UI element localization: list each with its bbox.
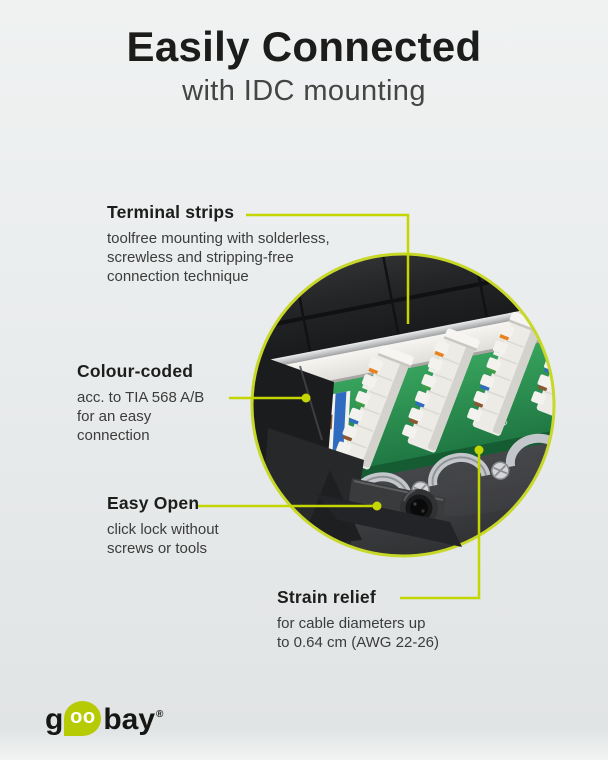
callout-text-line: for an easy — [77, 408, 152, 425]
callout-heading: Easy Open — [107, 493, 200, 513]
goobay-logo: g oo bay ® — [45, 701, 163, 739]
callout-text-line: for cable diameters up — [277, 615, 426, 632]
callout-text-line: connection technique — [107, 268, 249, 285]
header: Easily Connected with IDC mounting — [0, 22, 608, 108]
leader-terminal-strips — [246, 213, 410, 324]
callout-heading: Colour-coded — [77, 361, 194, 381]
callout-easy-open: Easy Open click lock without screws or t… — [107, 493, 219, 558]
leader-lines — [197, 213, 481, 600]
callout-text-line: click lock without — [107, 521, 219, 538]
callout-text-line: connection — [77, 427, 150, 444]
callout-text-line: acc. to TIA 568 A/B — [77, 389, 205, 406]
logo-letter-g: g — [45, 703, 64, 736]
callout-text-line: toolfree mounting with solderless, — [107, 230, 330, 247]
photo-ring — [250, 252, 556, 558]
leader-strain-relief — [400, 452, 481, 600]
logo-green-bubble: oo — [64, 701, 102, 736]
panel-rail — [253, 295, 553, 378]
callout-heading: Strain relief — [277, 587, 376, 607]
callout-text-line: screwless and stripping-free — [107, 249, 294, 266]
callout-colour-coded: Colour-coded acc. to TIA 568 A/B for an … — [77, 361, 204, 445]
callout-strain-relief: Strain relief for cable diameters up to … — [277, 587, 439, 652]
page-subtitle: with IDC mounting — [182, 75, 426, 107]
page-title: Easily Connected — [126, 23, 482, 70]
housing-top — [253, 255, 553, 379]
logo-letters-bay: bay — [103, 703, 156, 736]
logo-letters-oo: oo — [70, 706, 96, 728]
callout-terminal-strips: Terminal strips toolfree mounting with s… — [107, 202, 330, 286]
callout-text-line: screws or tools — [107, 540, 208, 557]
callout-heading: Terminal strips — [107, 202, 235, 222]
callout-text-line: to 0.64 cm (AWG 22-26) — [277, 634, 439, 651]
leader-dots — [301, 393, 484, 511]
registered-trademark-symbol: ® — [156, 708, 164, 720]
